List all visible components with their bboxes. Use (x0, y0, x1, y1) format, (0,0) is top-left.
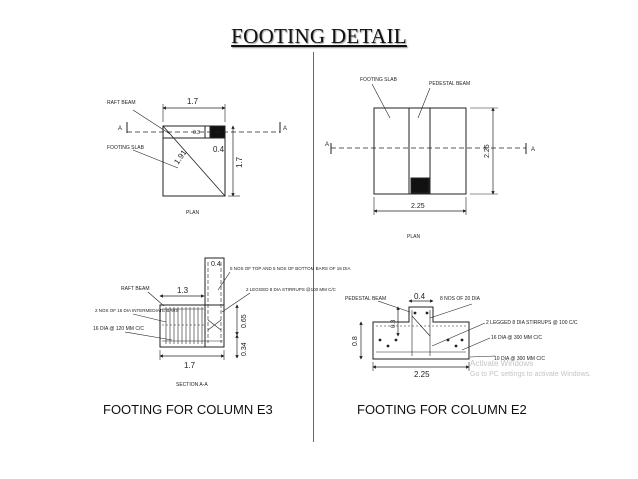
left-section (124, 257, 251, 360)
right-plan-pedestal-label: PEDESTAL BEAM (429, 81, 470, 87)
right-plan-footing-slab-label: FOOTING SLAB (360, 77, 398, 83)
left-plan-dim-diag: 1.91 (172, 148, 189, 166)
left-section-dim-17: 1.7 (184, 361, 196, 370)
right-plan (330, 83, 527, 215)
right-plan-section-mark-left: A (325, 142, 329, 148)
right-plan-dim-width: 2.25 (411, 203, 425, 210)
left-plan-label: PLAN (186, 210, 199, 216)
right-section-dim-08: 0.8 (352, 336, 359, 346)
right-plan-section-mark-right: A (531, 147, 535, 153)
left-plan-dim-04: 0.4 (213, 145, 225, 154)
right-section-outline (372, 306, 470, 360)
center-divider (313, 52, 314, 442)
right-section-dim-04: 0.4 (414, 292, 426, 301)
left-section-stirrups-label: 2 LEGGED 8 DIA STIRRUPS @100 MM C/C (246, 287, 337, 292)
left-plan (126, 104, 281, 197)
left-section-dim-04: 0.4 (211, 261, 221, 268)
right-section-dim-03: 0.3 (391, 319, 397, 328)
right-section-10dia-label: 10 DIA @ 300 MM C/C (494, 356, 545, 362)
right-section-stirrups-label: 2 LEGGED 8 DIA STIRRUPS @ 100 C/C (486, 320, 578, 326)
caption-column-e2: FOOTING FOR COLUMN E2 (357, 402, 527, 417)
left-section-dim-065: 0.65 (241, 314, 248, 328)
left-plan-dim-top: 1.7 (187, 97, 199, 106)
page-title: FOOTING DETAIL (231, 24, 407, 48)
left-section-dim-13: 1.3 (177, 286, 189, 295)
right-plan-dim-height: 2.25 (484, 144, 491, 158)
right-section (359, 299, 496, 371)
right-section-16dia-label: 16 DIA @ 300 MM C/C (491, 335, 542, 341)
left-section-dim-034: 0.34 (241, 342, 248, 356)
left-plan-dim-03: 0.3 (193, 130, 200, 136)
left-plan-section-mark-left: A (118, 126, 122, 132)
left-section-top-bars-label: 5 NOS OF TOP AND 5 NOS OF BOTTOM BARS OF… (230, 266, 350, 271)
caption-column-e3: FOOTING FOR COLUMN E3 (103, 402, 273, 417)
right-plan-label: PLAN (407, 234, 420, 240)
right-section-top-bars-label: 8 NOS OF 20 DIA (440, 296, 481, 302)
activate-windows-watermark: Activate Windows (470, 359, 533, 368)
left-section-bottom-bars-label: 16 DIA @ 120 MM C/C (93, 326, 144, 332)
activate-windows-subtext: Go to PC settings to activate Windows. (470, 371, 591, 378)
left-plan-outline (162, 125, 226, 197)
left-section-column (204, 257, 225, 348)
left-section-raft-beam-label: RAFT BEAM (121, 286, 150, 292)
right-section-dim-225: 2.25 (414, 370, 430, 379)
left-plan-footing-slab-label: FOOTING SLAB (107, 145, 145, 151)
left-section-intermediate-label: 2 NOS OF 16 DIA INTERMEDIATE BARS (95, 308, 179, 313)
right-plan-outline (373, 107, 467, 195)
left-plan-dim-right: 1.7 (235, 156, 244, 168)
left-plan-section-mark-right: A (283, 126, 287, 132)
right-column-block (410, 177, 430, 194)
left-plan-raft-beam-label: RAFT BEAM (107, 100, 136, 106)
left-section-label: SECTION A-A (176, 382, 208, 388)
right-section-pedestal-label: PEDESTAL BEAM (345, 296, 386, 302)
